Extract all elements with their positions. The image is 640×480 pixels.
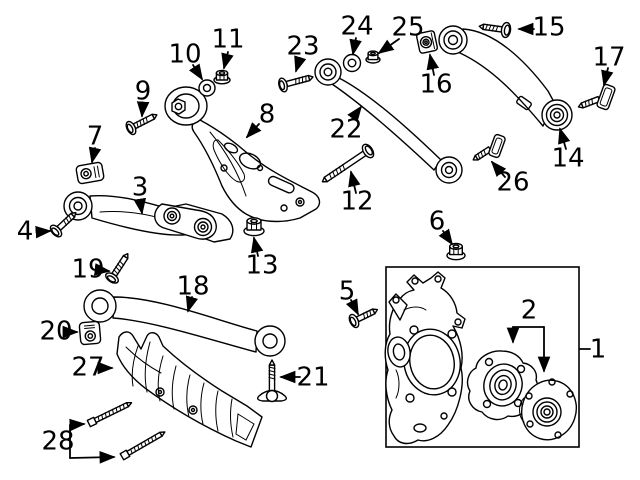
- callout-6: 6: [429, 207, 454, 246]
- callout-4-label: 4: [17, 217, 34, 247]
- callout-16: 16: [419, 53, 453, 100]
- part-26-bolt-plate: [472, 133, 506, 161]
- part-6-nut: [446, 242, 466, 261]
- part-16-retainer-nut: [415, 30, 439, 54]
- callout-2: 2: [506, 296, 551, 373]
- callout-26-label: 26: [496, 168, 529, 198]
- callout-17: 17: [592, 43, 626, 87]
- callout-3-label: 3: [132, 173, 149, 203]
- callout-5: 5: [339, 277, 359, 316]
- callout-23: 23: [286, 32, 320, 73]
- callout-22-label: 22: [329, 115, 362, 145]
- part-28-stud-b: [119, 431, 166, 461]
- callout-12: 12: [340, 170, 374, 217]
- callouts: 1 2 3 4 5 6 7 8: [17, 12, 626, 464]
- callout-1: 1: [579, 335, 607, 365]
- part-3-upper-arm-front: [63, 191, 234, 243]
- part-22-toe-link: [314, 58, 463, 184]
- callout-12-label: 12: [340, 187, 373, 217]
- part-28-stud-a: [86, 402, 133, 428]
- part-2-wheel-hub: [519, 378, 578, 441]
- callout-28: 28: [41, 418, 116, 464]
- callout-8-label: 8: [259, 100, 276, 130]
- callout-7: 7: [87, 122, 104, 164]
- part-12-bolt: [321, 143, 375, 183]
- part-14-upper-arm-rear: [438, 25, 573, 131]
- callout-18-label: 18: [176, 272, 209, 302]
- callout-24-label: 24: [340, 12, 373, 42]
- callout-2-label: 2: [521, 296, 538, 326]
- callout-19-label: 19: [71, 255, 104, 285]
- part-19-bolt: [105, 252, 129, 284]
- part-23-bolt: [278, 74, 314, 93]
- callout-3: 3: [132, 173, 149, 215]
- part-8-lower-control-arm: [164, 86, 321, 223]
- part-1-knuckle-assembly-box: [384, 266, 580, 448]
- callout-13-label: 13: [245, 251, 278, 281]
- callout-9: 9: [135, 77, 152, 118]
- callout-28-label: 28: [41, 427, 74, 457]
- part-10-washer: [198, 79, 216, 97]
- callout-11: 11: [211, 25, 245, 70]
- part-27-guard-shield: [116, 331, 263, 448]
- part-2-bearing-flange: [466, 350, 539, 421]
- part-17-bolt-plate: [577, 83, 616, 111]
- callout-21: 21: [279, 363, 330, 393]
- callout-23-label: 23: [286, 32, 319, 62]
- part-5-bolt: [348, 308, 379, 329]
- callout-7-label: 7: [87, 122, 104, 152]
- callout-27-label: 27: [71, 353, 104, 383]
- part-18-lateral-arm: [83, 289, 286, 357]
- callout-24: 24: [340, 12, 374, 56]
- callout-4: 4: [17, 217, 52, 247]
- callout-14-label: 14: [551, 144, 584, 174]
- callout-20-label: 20: [39, 317, 72, 347]
- callout-21-label: 21: [296, 363, 329, 393]
- callout-20: 20: [39, 317, 79, 347]
- callout-15-label: 15: [532, 13, 565, 43]
- part-20-retainer-nut: [78, 320, 102, 346]
- callout-26: 26: [490, 160, 530, 198]
- callout-27: 27: [71, 353, 114, 383]
- part-15-bolt: [478, 21, 512, 39]
- part-21-wing-bolt: [256, 359, 288, 403]
- part-25-nut: [365, 50, 381, 64]
- callout-5-label: 5: [339, 277, 356, 307]
- part-11-nut: [213, 69, 231, 85]
- callout-6-label: 6: [429, 207, 446, 237]
- callout-18: 18: [176, 272, 210, 313]
- callout-10: 10: [168, 40, 203, 81]
- callout-14: 14: [551, 127, 585, 174]
- part-13-nut: [243, 217, 265, 237]
- callout-10-label: 10: [168, 40, 201, 70]
- callout-25: 25: [377, 13, 425, 55]
- part-7-retainer-nut: [75, 161, 105, 185]
- callout-25-label: 25: [391, 13, 424, 43]
- callout-13: 13: [245, 236, 279, 281]
- callout-1-label: 1: [590, 335, 607, 365]
- part-9-bolt: [125, 113, 158, 136]
- part-24-washer: [342, 53, 362, 73]
- part-4-bolt: [49, 211, 77, 238]
- callout-15: 15: [517, 13, 566, 43]
- part-knuckle: [384, 271, 466, 445]
- callout-16-label: 16: [419, 70, 452, 100]
- callout-11-label: 11: [211, 25, 244, 55]
- callout-19: 19: [71, 255, 111, 285]
- callout-22: 22: [329, 105, 363, 145]
- callout-17-label: 17: [592, 43, 625, 73]
- callout-9-label: 9: [135, 77, 152, 107]
- callout-8: 8: [245, 100, 276, 139]
